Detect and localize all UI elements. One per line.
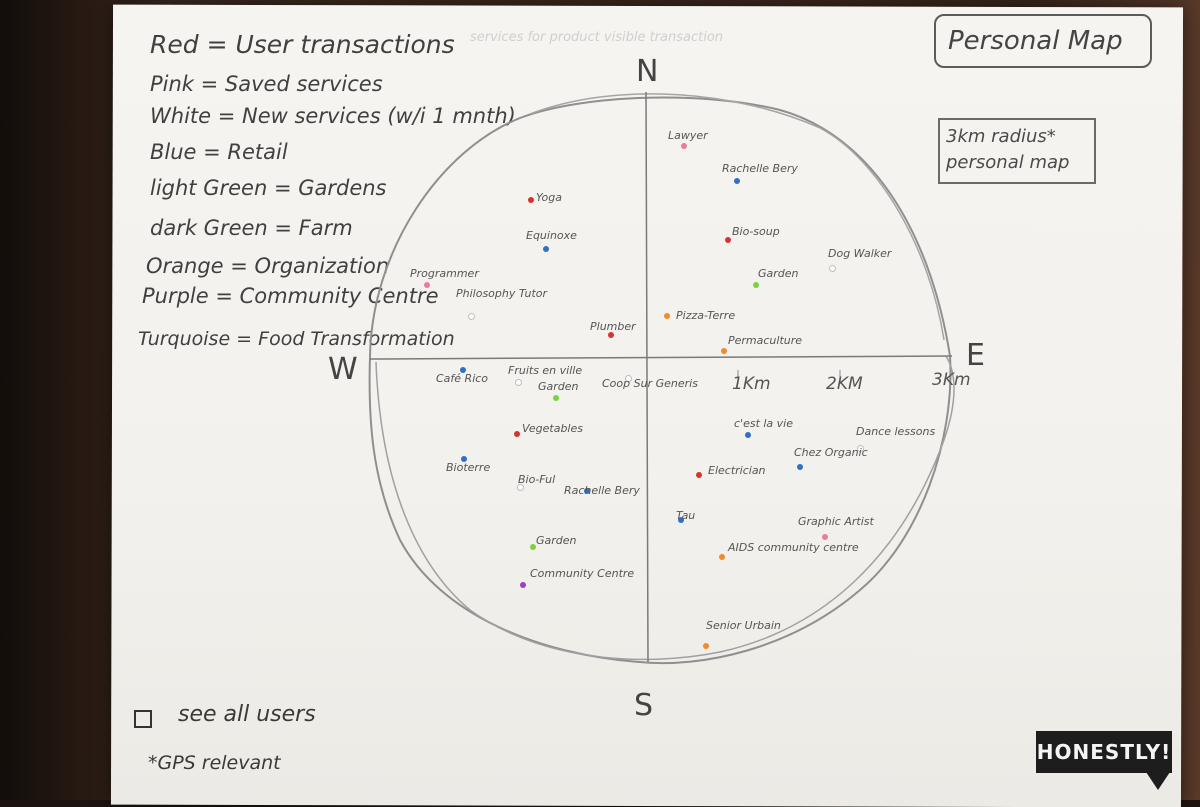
place-label[interactable]: Fruits en ville (508, 364, 583, 377)
place-label[interactable]: AIDS community centre (728, 541, 859, 554)
faint-erased-text: services for product visible transaction (470, 30, 724, 45)
compass-south: S (634, 688, 654, 723)
place-label[interactable]: Café Rico (436, 372, 489, 385)
place-label[interactable]: Permaculture (728, 334, 803, 347)
legend-item-purple: Purple = Community Centre (142, 284, 439, 308)
legend-item-blue: Blue = Retail (150, 140, 288, 164)
place-marker-white[interactable] (468, 313, 475, 320)
place-marker-pink[interactable] (822, 534, 828, 540)
scale-label-1km: 1Km (732, 374, 771, 394)
see-all-users-label: see all users (178, 702, 316, 727)
place-label[interactable]: Pizza-Terre (676, 309, 736, 322)
west-east-axis (369, 355, 953, 360)
place-marker-light-green[interactable] (530, 544, 536, 550)
place-marker-red[interactable] (514, 431, 520, 437)
gps-note: *GPS relevant (148, 752, 281, 774)
place-label[interactable]: Bioterre (446, 461, 491, 474)
map-title: Personal Map (934, 14, 1152, 68)
place-label[interactable]: Lawyer (668, 129, 708, 142)
place-label[interactable]: Dog Walker (828, 247, 892, 260)
place-label[interactable]: c'est la vie (734, 417, 794, 430)
place-label[interactable]: Chez Organic (794, 446, 868, 459)
place-label[interactable]: Rachelle Bery (722, 162, 798, 175)
place-marker-blue[interactable] (745, 432, 751, 438)
place-label[interactable]: Bio-Ful (518, 473, 556, 486)
place-marker-red[interactable] (725, 237, 731, 243)
place-marker-red[interactable] (696, 472, 702, 478)
place-marker-red[interactable] (608, 332, 614, 338)
place-marker-orange[interactable] (719, 554, 725, 560)
place-marker-blue[interactable] (543, 246, 549, 252)
place-marker-blue[interactable] (797, 464, 803, 470)
honestly-badge: HONESTLY! (1036, 731, 1172, 773)
scale-label-3km: 3Km (932, 370, 971, 390)
map-circle-outline-3 (529, 93, 945, 341)
map-circle-outline-2 (375, 355, 955, 661)
honestly-badge-tail (1146, 772, 1170, 790)
place-marker-blue[interactable] (461, 456, 467, 462)
place-label[interactable]: Vegetables (522, 422, 583, 435)
place-label[interactable]: Dance lessons (856, 425, 936, 438)
see-all-users-checkbox[interactable] (134, 710, 152, 728)
radius-note-line1: 3km radius* (946, 126, 1056, 147)
scale-label-2km: 2KM (826, 374, 863, 394)
legend-item-red: Red = User transactions (150, 30, 455, 59)
compass-north: N (636, 54, 659, 89)
place-label[interactable]: Bio-soup (732, 225, 780, 238)
place-marker-light-green[interactable] (753, 282, 759, 288)
place-marker-white[interactable] (857, 445, 864, 452)
place-marker-white[interactable] (517, 484, 524, 491)
legend-item-orange: Orange = Organization (146, 254, 390, 278)
place-label[interactable]: Plumber (590, 320, 636, 333)
compass-west: W (328, 352, 358, 387)
place-label[interactable]: Garden (758, 267, 799, 280)
place-marker-light-green[interactable] (553, 395, 559, 401)
place-marker-purple[interactable] (520, 582, 526, 588)
place-label[interactable]: Community Centre (530, 567, 635, 580)
place-marker-orange[interactable] (664, 313, 670, 319)
place-label[interactable]: Senior Urbain (706, 619, 781, 632)
place-label[interactable]: Tau (676, 509, 696, 522)
place-marker-pink[interactable] (424, 282, 430, 288)
place-marker-blue[interactable] (460, 367, 466, 373)
place-marker-blue[interactable] (678, 517, 684, 523)
legend-item-pink: Pink = Saved services (150, 72, 383, 96)
radius-note-line2: personal map (946, 152, 1070, 173)
north-south-axis (645, 91, 649, 663)
place-label[interactable]: Electrician (708, 464, 766, 477)
place-marker-pink[interactable] (681, 143, 687, 149)
place-marker-blue[interactable] (584, 488, 590, 494)
place-label[interactable]: Garden (538, 380, 579, 393)
legend-item-dark-green: dark Green = Farm (150, 216, 353, 240)
place-label[interactable]: Yoga (536, 191, 562, 204)
place-marker-blue[interactable] (734, 178, 740, 184)
legend-item-white: White = New services (w/i 1 mnth) (150, 104, 516, 128)
place-label[interactable]: Philosophy Tutor (456, 287, 548, 300)
compass-east: E (966, 338, 985, 373)
legend-item-turquoise: Turquoise = Food Transformation (138, 328, 455, 350)
place-marker-orange[interactable] (721, 348, 727, 354)
place-marker-white[interactable] (625, 375, 632, 382)
legend-item-light-green: light Green = Gardens (150, 176, 387, 200)
place-label[interactable]: Programmer (410, 267, 479, 280)
place-marker-white[interactable] (829, 265, 836, 272)
place-label[interactable]: Equinoxe (526, 229, 577, 242)
place-marker-orange[interactable] (703, 643, 709, 649)
radius-note: 3km radius* personal map (938, 118, 1096, 184)
place-label[interactable]: Coop Sur Generis (602, 377, 698, 390)
place-marker-white[interactable] (515, 379, 522, 386)
place-label[interactable]: Garden (536, 534, 577, 547)
place-marker-red[interactable] (528, 197, 534, 203)
place-label[interactable]: Rachelle Bery (564, 484, 640, 497)
place-label[interactable]: Graphic Artist (798, 515, 874, 528)
